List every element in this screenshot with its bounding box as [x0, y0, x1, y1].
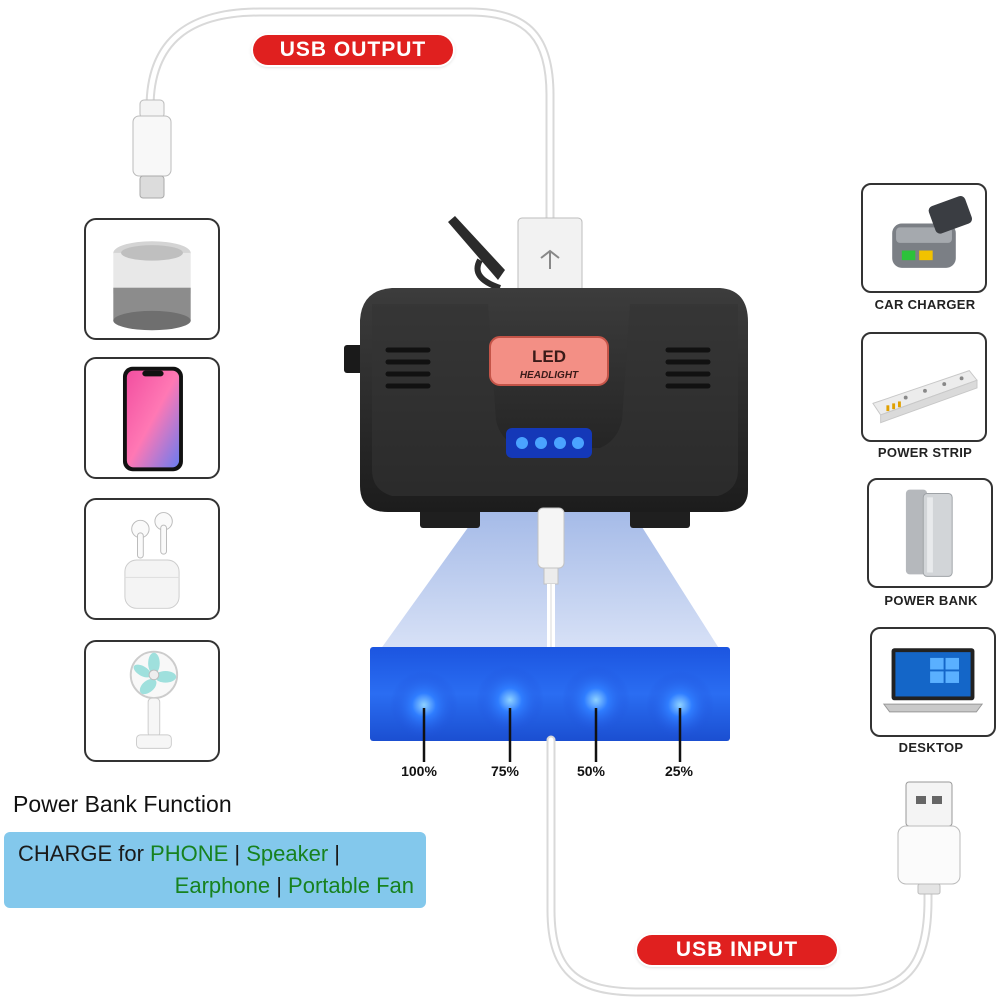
separator: | — [270, 873, 289, 898]
charge-devices-box: CHARGE for PHONE | Speaker | Earphone | … — [4, 832, 426, 908]
desktop-card — [870, 627, 996, 737]
level-leader-lines — [422, 708, 682, 762]
power-bank-label: POWER BANK — [884, 593, 978, 608]
fan-text: Portable Fan — [288, 873, 414, 898]
power-bank-icon — [905, 489, 953, 577]
separator: | — [228, 841, 247, 866]
phone-card — [84, 357, 220, 479]
portable-fan-icon — [129, 650, 179, 749]
headlight-label: HEADLIGHT — [520, 370, 579, 381]
charge-line-1: CHARGE for PHONE | Speaker | — [18, 838, 414, 870]
usb-input-label: USB INPUT — [637, 935, 837, 965]
power-bank-function-title: Power Bank Function — [13, 791, 232, 817]
charge-line-2: Earphone | Portable Fan — [18, 870, 414, 902]
speaker-text: Speaker — [246, 841, 329, 866]
speaker-card — [84, 218, 220, 340]
usb-output-label: USB OUTPUT — [253, 35, 453, 65]
port-cover — [448, 216, 505, 280]
desktop-label: DESKTOP — [898, 740, 964, 755]
separator-trailing: | — [328, 841, 341, 866]
earphone-card — [84, 498, 220, 620]
battery-level-bar — [370, 647, 730, 741]
level-100-label: 100% — [401, 763, 437, 779]
level-25-label: 25% — [664, 763, 694, 779]
desktop-icon — [882, 648, 984, 713]
earphone-icon — [124, 512, 180, 609]
right-vent — [665, 347, 711, 389]
speaker-icon — [113, 241, 191, 331]
phone-text: PHONE — [150, 841, 229, 866]
battery-indicator — [506, 428, 592, 458]
power-bank-card — [867, 478, 993, 588]
level-75-label: 75% — [490, 763, 520, 779]
earphone-text: Earphone — [174, 873, 271, 898]
car-charger-label: CAR CHARGER — [874, 297, 976, 312]
lightning-connector-icon — [132, 99, 172, 199]
usb-a-plug-icon — [517, 217, 583, 295]
left-vent — [385, 347, 431, 389]
usb-a-input-plug-icon — [897, 781, 961, 895]
power-strip-label: POWER STRIP — [877, 445, 973, 460]
led-headlight-badge — [489, 336, 609, 386]
portable-fan-card — [84, 640, 220, 762]
phone-icon — [122, 366, 183, 472]
led-label: LED — [532, 347, 566, 366]
level-50-label: 50% — [576, 763, 606, 779]
micro-usb-cable — [537, 507, 565, 650]
power-strip-icon — [872, 370, 978, 424]
charge-prefix: CHARGE for — [18, 841, 151, 866]
car-charger-icon — [892, 195, 973, 268]
headlight-body: LED HEADLIGHT — [344, 288, 748, 528]
car-charger-card — [861, 183, 987, 293]
power-strip-card — [861, 332, 987, 442]
